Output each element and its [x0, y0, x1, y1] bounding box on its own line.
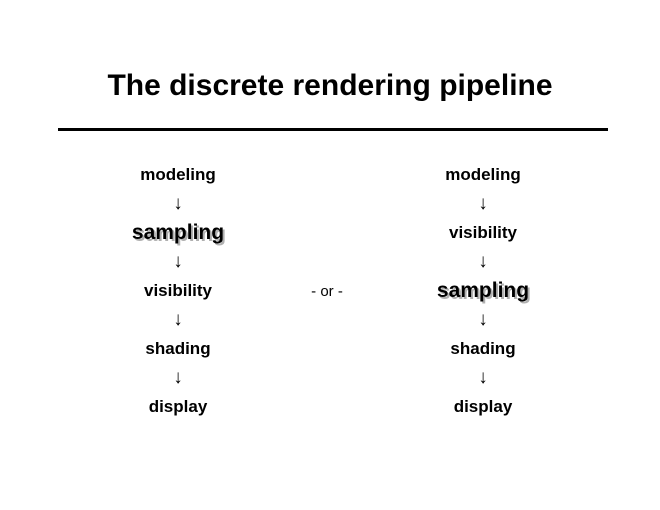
stage-visibility: visibility [448, 223, 518, 242]
connector-label: - or - [311, 283, 343, 300]
stage-sampling: sampling [436, 279, 530, 302]
down-arrow-icon: ↓ [478, 193, 488, 214]
down-arrow-icon: ↓ [478, 251, 488, 272]
right-pipeline-column: modeling ↓ visibility ↓ sampling ↓ shadi… [373, 160, 593, 421]
left-pipeline-column: modeling ↓ sampling ↓ visibility ↓ shadi… [68, 160, 288, 421]
down-arrow-icon: ↓ [173, 193, 183, 214]
stage-visibility: visibility [143, 281, 213, 300]
stage-display: display [453, 397, 513, 416]
page-title: The discrete rendering pipeline [107, 69, 553, 102]
stage-display: display [148, 397, 208, 416]
stage-shading: shading [450, 339, 516, 358]
down-arrow-icon: ↓ [173, 309, 183, 330]
pipeline-diagram: modeling ↓ sampling ↓ visibility ↓ shadi… [0, 160, 660, 440]
down-arrow-icon: ↓ [478, 309, 488, 330]
stage-modeling: modeling [445, 165, 521, 184]
stage-shading: shading [145, 339, 211, 358]
stage-sampling: sampling [131, 221, 225, 244]
down-arrow-icon: ↓ [173, 367, 183, 388]
down-arrow-icon: ↓ [478, 367, 488, 388]
stage-modeling: modeling [140, 165, 216, 184]
down-arrow-icon: ↓ [173, 251, 183, 272]
title-divider [58, 128, 608, 131]
